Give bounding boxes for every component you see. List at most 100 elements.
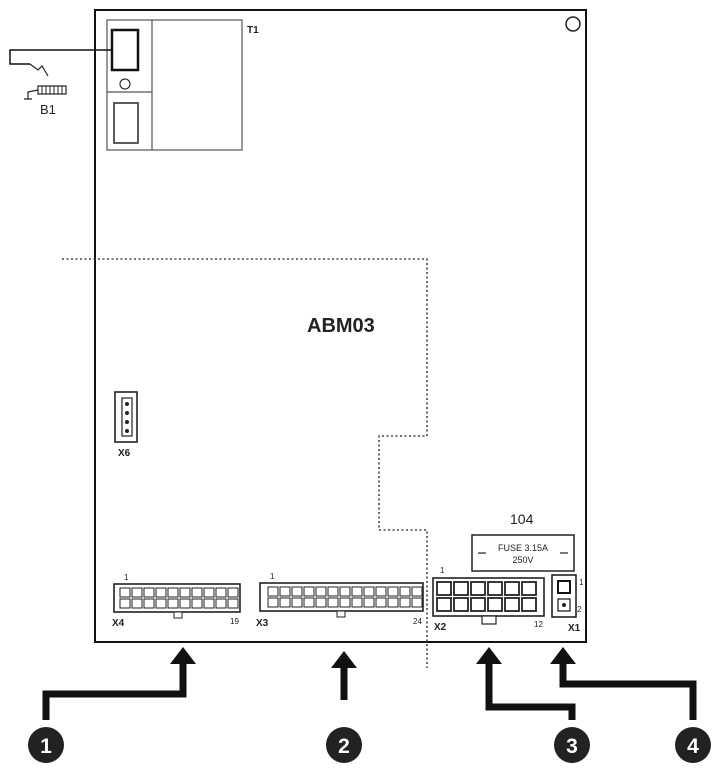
connector-pin: [179, 587, 191, 598]
isolation-boundary-line: [62, 258, 428, 668]
connector-pin: [131, 587, 143, 598]
connector-x1-label: X1: [568, 623, 581, 634]
connector-pin: [131, 598, 143, 609]
mounting-hole: [565, 16, 581, 32]
connector-pin: [227, 587, 239, 598]
connector-pin: [504, 597, 520, 612]
connector-x3: [259, 582, 424, 618]
connector-pin: [470, 597, 486, 612]
connector-pin: [143, 587, 155, 598]
connector-pin: [375, 586, 387, 597]
connector-pin: [279, 597, 291, 608]
fuse: [471, 534, 575, 572]
connector-pin: [191, 598, 203, 609]
connector-pin: [436, 597, 452, 612]
svg-text:2: 2: [338, 735, 350, 758]
connector-pin: [387, 597, 399, 608]
connector-x6-label: X6: [118, 448, 131, 459]
connector-pin: [155, 587, 167, 598]
connector-pin: [487, 581, 503, 596]
connector-pin: [315, 597, 327, 608]
callout-4: 4: [675, 727, 711, 763]
svg-text:3: 3: [566, 735, 578, 758]
connector-pin: [521, 581, 537, 596]
connector-x2-pin-first: 1: [440, 566, 445, 575]
connector-pin: [327, 586, 339, 597]
connector-pin: [203, 587, 215, 598]
connector-x4-pin-first: 1: [124, 573, 129, 582]
connector-pin: [179, 598, 191, 609]
connector-pin: [453, 597, 469, 612]
connector-pin: [279, 586, 291, 597]
connector-pin: [504, 581, 520, 596]
connector-x1-pin-last: 2: [577, 605, 582, 614]
connector-pin: [351, 597, 363, 608]
connector-pin: [215, 587, 227, 598]
connector-pin: [167, 598, 179, 609]
svg-text:1: 1: [40, 735, 52, 758]
connector-pin: [436, 581, 452, 596]
connector-pin: [119, 587, 131, 598]
connector-pin: [375, 597, 387, 608]
connector-pin: [203, 598, 215, 609]
connector-pin: [291, 586, 303, 597]
callout-arrow-1: [42, 647, 196, 720]
connector-x3-pin-last: 24: [413, 617, 422, 626]
connector-x2-label: X2: [434, 622, 447, 633]
connector-pin: [470, 581, 486, 596]
connector-x4: [113, 583, 241, 619]
callout-arrow-3: [476, 647, 576, 720]
connector-pin: [411, 597, 423, 608]
connector-x3-label: X3: [256, 618, 269, 629]
transformer-t1: [106, 19, 243, 151]
board-name: ABM03: [307, 315, 375, 337]
transformer-label: T1: [247, 25, 259, 36]
connector-pin: [363, 586, 375, 597]
connector-pin: [521, 597, 537, 612]
connector-pin: [363, 597, 375, 608]
connector-pin: [227, 598, 239, 609]
connector-pin: [487, 597, 503, 612]
callout-3: 3: [554, 727, 590, 763]
callout-arrow-2: [331, 651, 357, 700]
connector-pin: [399, 597, 411, 608]
connector-x4-pin-last: 19: [230, 617, 239, 626]
connector-x2-pin-last: 12: [534, 620, 543, 629]
connector-pin: [399, 586, 411, 597]
connector-x3-pin-first: 1: [270, 572, 275, 581]
connector-pin: [387, 586, 399, 597]
connector-pin: [267, 597, 279, 608]
callout-1: 1: [28, 727, 64, 763]
connector-x4-label: X4: [112, 618, 125, 629]
callout-2: 2: [326, 727, 362, 763]
connector-pin: [303, 597, 315, 608]
connector-pin: [315, 586, 327, 597]
connector-pin: [411, 586, 423, 597]
svg-text:4: 4: [687, 735, 699, 758]
connector-x1: [551, 574, 577, 618]
connector-pin: [143, 598, 155, 609]
connector-x1-pin-first: 1: [579, 578, 584, 587]
connector-pin: [167, 587, 179, 598]
connector-pin: [119, 598, 131, 609]
connector-x6: [114, 391, 138, 443]
connector-x2: [432, 577, 545, 625]
fuse-voltage: 250V: [512, 555, 533, 565]
connector-pin: [339, 586, 351, 597]
sensor-b1: [9, 49, 112, 100]
connector-pin: [339, 597, 351, 608]
fuse-rating: FUSE 3.15A: [498, 543, 548, 553]
connector-pin: [453, 581, 469, 596]
callout-arrow-4: [550, 647, 697, 720]
fuse-group-label: 104: [510, 511, 534, 527]
connector-pin: [191, 587, 203, 598]
connector-pin: [303, 586, 315, 597]
connector-pin: [291, 597, 303, 608]
connector-pin: [267, 586, 279, 597]
connector-pin: [327, 597, 339, 608]
sensor-label: B1: [40, 102, 56, 117]
connector-pin: [155, 598, 167, 609]
connector-pin: [215, 598, 227, 609]
connector-pin: [351, 586, 363, 597]
